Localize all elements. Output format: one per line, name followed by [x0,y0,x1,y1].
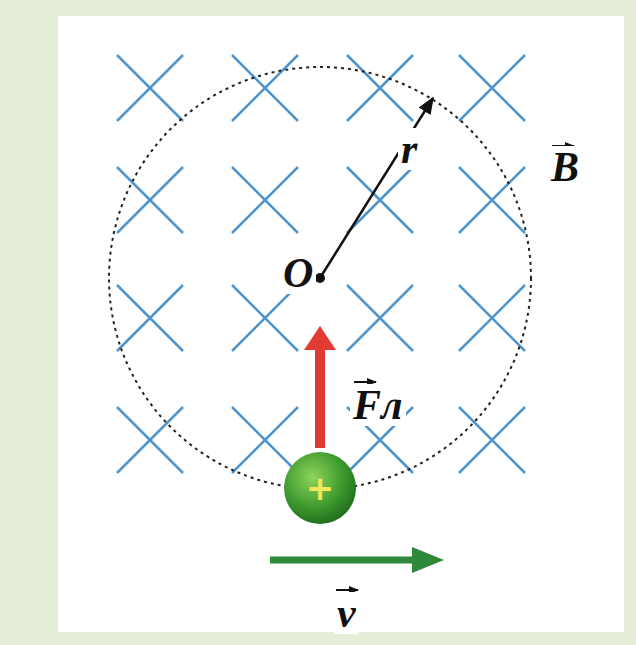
vector-sign [354,381,376,383]
field-cross [232,55,298,121]
radius-label: r [398,128,420,170]
field-cross [232,407,298,473]
field-cross [117,167,183,233]
force-label: Fл [350,384,406,426]
field-label: B [548,146,582,188]
charged-particle: + [283,451,357,525]
field-cross [347,167,413,233]
force-arrow [315,344,325,448]
field-cross [232,285,298,351]
field-cross [347,285,413,351]
velocity-label: v [334,592,359,634]
field-cross [117,55,183,121]
vector-sign [336,589,358,591]
field-cross [459,285,525,351]
velocity-arrow [270,557,420,564]
particle-ball [284,452,356,524]
field-cross [459,167,525,233]
field-cross [117,285,183,351]
orbit-circle [109,67,531,489]
center-label: O [280,252,316,294]
field-cross [347,55,413,121]
force-arrowhead [304,326,336,350]
field-cross [232,167,298,233]
charge-sign: + [283,451,357,525]
velocity-arrowhead [412,547,444,573]
field-cross [459,55,525,121]
field-cross [117,407,183,473]
center-dot [315,273,325,283]
radius-arrow [320,98,433,278]
field-crosses [117,55,525,473]
field-cross [459,407,525,473]
